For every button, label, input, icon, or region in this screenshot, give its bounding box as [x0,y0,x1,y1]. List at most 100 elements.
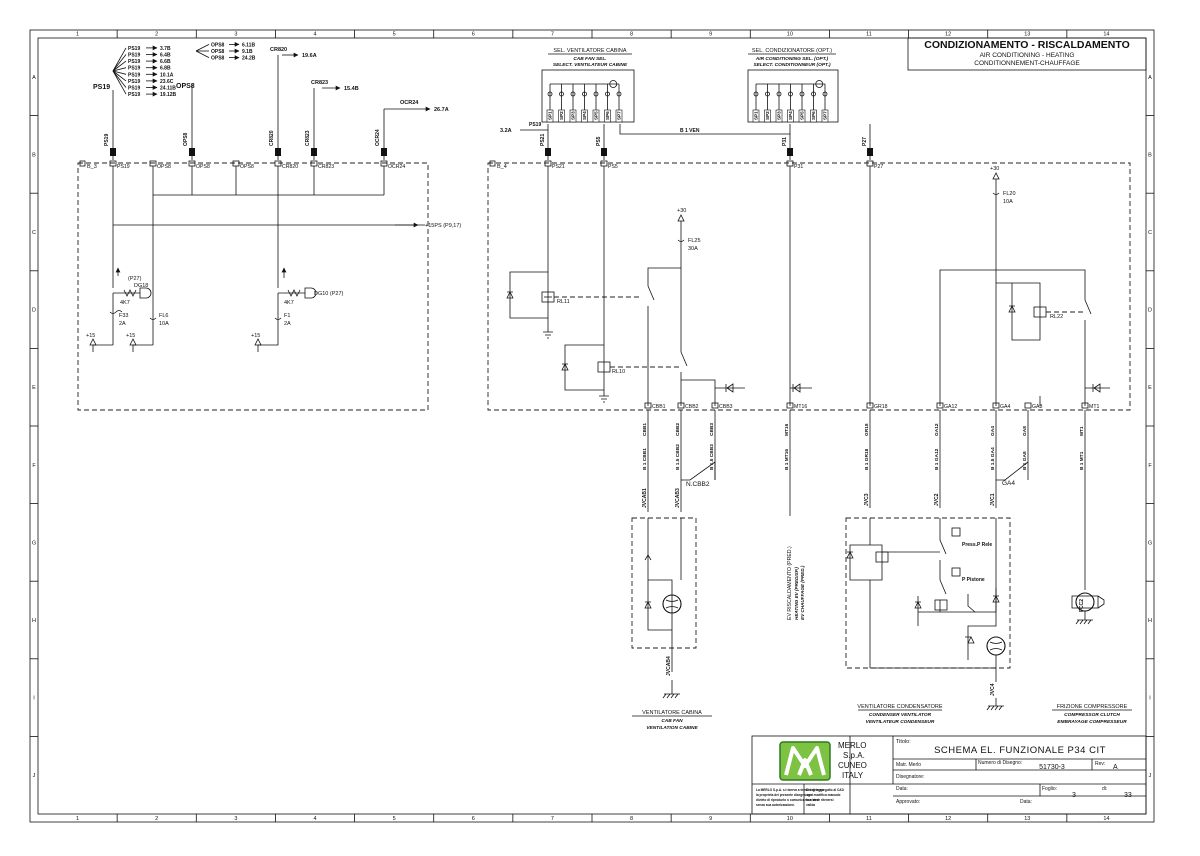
ps19-label: PS19 [93,84,110,91]
ruler-row-J-right: J [1149,773,1152,779]
ruler-column-3-top: 3 [234,32,237,38]
wire-tag-gr18: GR18 [864,423,870,436]
cab-selector-pin: SP5 [594,111,599,120]
fcc2-label: FCC2 [1079,599,1085,612]
header-box: CONDIZIONAMENTO - RISCALDAMENTO AIR COND… [907,37,1147,71]
wire-tag-mt16: MT16 [784,423,790,436]
ac-selector-pin: SP2 [765,111,770,120]
ruler-row-I-right: I [1149,696,1151,702]
ps19-in-value: 3.2A [500,128,512,134]
wire-spec-mt16: B 1 MT16 [784,449,790,470]
ruler-row-A-right: A [1148,75,1152,81]
ruler-column-4-top: 4 [313,32,316,38]
svg-text:di:: di: [1102,786,1107,792]
ops8-row-value: 24.2B [242,56,256,62]
ps19-row-value: 23.6C [160,79,174,85]
bus-label: B 1 VEN [680,128,700,134]
ruler-row-D-right: D [1148,308,1152,314]
svg-text:30A: 30A [688,246,698,252]
left-pin-label: OCR24 [388,164,405,170]
svg-text:+30: +30 [677,208,686,214]
ps19-row-label: PS19 [128,66,140,72]
svg-text:CAB FAN SEL.: CAB FAN SEL. [573,56,606,62]
cab-fan-icon [662,594,682,614]
svg-text:+15: +15 [126,333,135,339]
svg-text:Titolo:: Titolo: [896,739,911,745]
pin-marker [1024,402,1032,409]
wire-tag-cr820: CR820 [269,130,275,146]
wire-spec-cbb3: B 1.5 CBB3 [709,444,715,470]
left-pin-label: OPS8 [157,164,171,170]
ruler-column-10-top: 10 [787,32,793,38]
wire-tag-ps19: PS19 [104,134,110,146]
ruler-column-3-bottom: 3 [234,816,237,822]
wire-tag-ops8: OPS8 [183,132,189,146]
pin-marker [232,160,240,167]
caption-clutch: FRIZIONE COMPRESSORE [1057,704,1128,710]
ps19-in-label: PS19 [529,122,541,128]
svg-text:valida: valida [806,803,815,807]
company-line-1: MERLO [838,741,866,750]
ruler-column-11-top: 11 [866,32,872,38]
svg-text:Disegno eseguito al CAD: Disegno eseguito al CAD [806,788,845,792]
svg-text:19.6A: 19.6A [302,53,317,59]
ps19-row-value: 10.1A [160,72,174,78]
ac-selector: SEL. CONDIZIONATORE (OPT.) AIR CONDITION… [747,48,839,123]
ruler-column-9-bottom: 9 [709,816,712,822]
right-bottom-pin-label: CBB3 [719,404,733,410]
pin-marker [274,160,282,167]
wire-tag-ga12: GA12 [934,423,940,436]
ac-selector-pin: SP7 [823,111,828,120]
svg-text:JVC1: JVC1 [990,493,996,506]
ps19-row-value: 6.4B [160,53,171,59]
pin-marker [544,160,552,167]
svg-text:Rev:: Rev: [1095,761,1105,767]
cab-selector-pin: SP2 [559,111,564,120]
ruler-column-4-bottom: 4 [313,816,316,822]
ac-selector-pin: SP1 [754,111,759,120]
ga4-node-label: GA4 [1002,480,1015,487]
fl20-label: FL20 [1003,191,1016,197]
fl25-label: FL25 [688,238,701,244]
page-title: CONDIZIONAMENTO - RISCALDAMENTO [924,39,1130,51]
ps19-row-value: 6.8B [160,66,171,72]
svg-text:PS21: PS21 [540,134,546,146]
svg-text:ogni modifica manuale: ogni modifica manuale [806,793,841,797]
svg-text:SELECT. VENTILATEUR CABINE: SELECT. VENTILATEUR CABINE [553,62,628,68]
ruler-row-I-left: I [33,696,35,702]
dg18-label: DG18 [134,283,148,289]
ruler-row-B-right: B [1148,152,1152,158]
ruler-row-G-right: G [1148,540,1152,546]
svg-text:la proprieta del presente dise: la proprieta del presente disegno con [756,793,813,797]
wire-tag-cbb3: CBB3 [709,423,715,436]
ruler-column-8-bottom: 8 [630,816,633,822]
ac-selector-pin: SP3 [777,111,782,120]
ops8-row-value: 6.11B [242,42,255,48]
cr823-ref: CR823 15.4B [311,80,359,92]
ruler-row-D-left: D [32,308,36,314]
svg-text:CR820: CR820 [270,47,287,53]
ruler-row-H-right: H [1148,618,1152,624]
svg-text:JVCAB3: JVCAB3 [675,488,681,508]
ops8-row-label: OPS8 [211,56,225,62]
ruler-row-C-right: C [1148,230,1152,236]
caption-cab-fan: VENTILATORE CABINA [642,710,702,716]
ncbb2-label: N.CBB2 [686,481,710,488]
cab-selector-pin: SP6 [605,111,610,120]
svg-text:COMPRESSOR CLUTCH: COMPRESSOR CLUTCH [1064,712,1120,718]
svg-text:10A: 10A [159,321,169,327]
left-feed-wires: PS19 OPS8 CR820 CR823 OCR24 [104,55,387,160]
ruler-column-12-top: 12 [945,32,951,38]
wire-spec-ga8: B 1 GA8 [1022,451,1028,470]
ps19-row-label: PS19 [128,53,140,59]
ruler-column-7-bottom: 7 [551,816,554,822]
svg-text:JVC2: JVC2 [934,493,940,506]
ps19-row-label: PS19 [128,72,140,78]
svg-text:JVC4: JVC4 [990,683,996,696]
ocr24-ref: OCR24 26.7A [384,100,449,113]
pin-marker [109,160,117,167]
